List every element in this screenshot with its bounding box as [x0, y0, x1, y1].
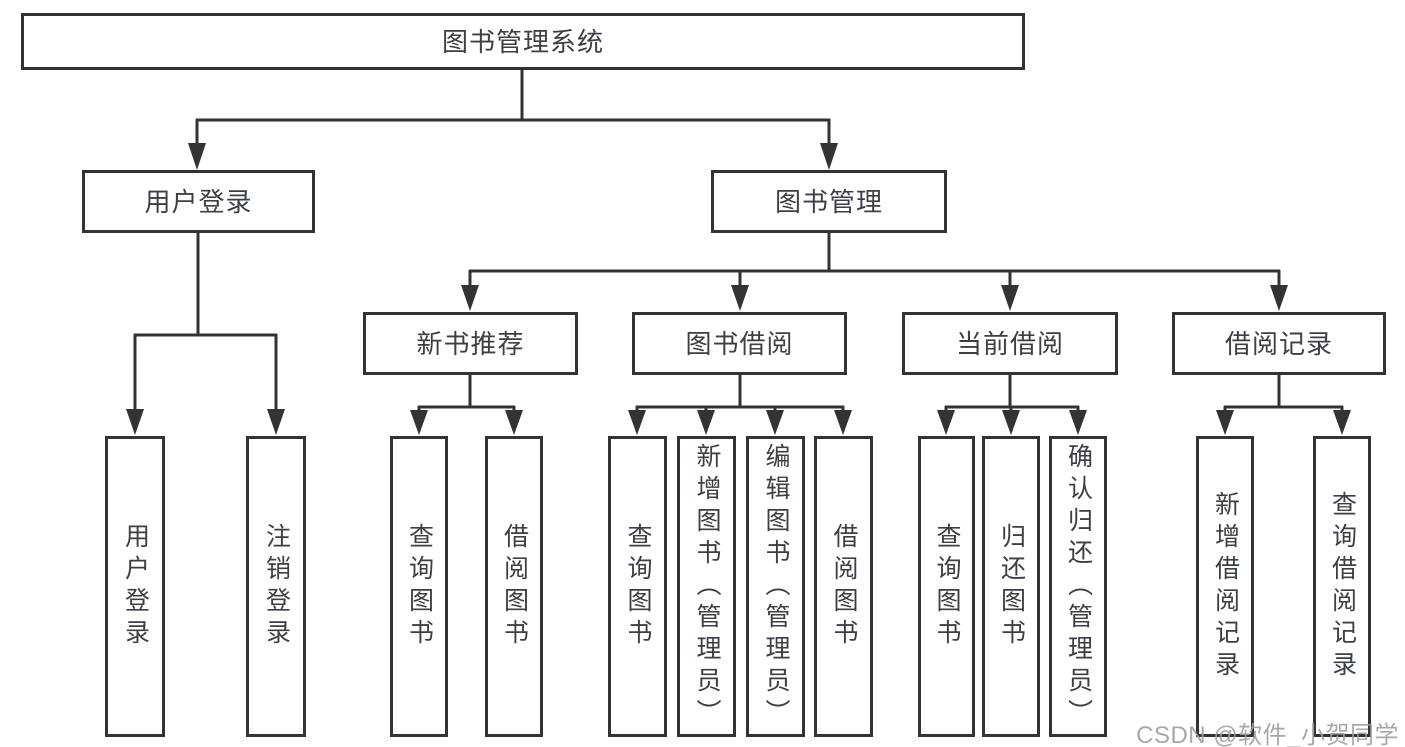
node-new-book-recommend: 新书推荐 — [363, 312, 578, 375]
leaf-bb-query-book: 查询图书 — [608, 436, 667, 737]
leaf-cb-query-book: 查询图书 — [918, 436, 975, 737]
leaf-nbr-borrow-book-label: 借阅图书 — [500, 522, 529, 651]
connector-user-login — [133, 232, 278, 413]
node-borrow-records-label: 借阅记录 — [1224, 328, 1333, 359]
leaf-user-login: 用户登录 — [105, 436, 165, 737]
node-book-borrow-label: 图书借阅 — [685, 328, 794, 359]
node-book-borrow: 图书借阅 — [632, 312, 847, 375]
leaf-bb-borrow-book-label: 借阅图书 — [830, 522, 858, 651]
leaf-nbr-query-book-label: 查询图书 — [405, 522, 434, 651]
connector-new-book-recommend — [417, 374, 516, 414]
leaf-nbr-borrow-book: 借阅图书 — [485, 436, 543, 737]
leaf-bb-edit-book-admin: 编辑图书（管理员） — [746, 436, 805, 737]
connector-current-borrow — [944, 374, 1080, 414]
node-library-system: 图书管理系统 — [21, 13, 1025, 70]
leaf-bb-edit-book-admin-label: 编辑图书（管理员） — [762, 442, 790, 731]
node-book-management: 图书管理 — [711, 170, 947, 233]
connector-book-borrow — [635, 374, 845, 414]
node-borrow-records: 借阅记录 — [1172, 312, 1386, 375]
leaf-cb-confirm-return-admin: 确认归还（管理员） — [1049, 436, 1107, 737]
node-library-system-label: 图书管理系统 — [441, 26, 604, 57]
leaf-bb-borrow-book: 借阅图书 — [814, 436, 873, 737]
leaf-logout-label: 注销登录 — [262, 522, 291, 651]
arrowheads — [126, 143, 1351, 435]
csdn-watermark: CSDN @软件_小贺同学 — [1136, 722, 1399, 747]
node-current-borrow: 当前借阅 — [902, 312, 1118, 375]
connector-root — [195, 69, 831, 147]
leaf-cb-query-book-label: 查询图书 — [933, 522, 961, 651]
node-book-management-label: 图书管理 — [774, 186, 883, 217]
connector-book-management — [468, 232, 1281, 290]
connector-borrow-records — [1223, 374, 1344, 414]
leaf-bb-query-book-label: 查询图书 — [624, 522, 652, 651]
leaf-bb-add-book-admin: 新增图书（管理员） — [677, 436, 736, 737]
leaf-cb-return-book-label: 归还图书 — [997, 522, 1026, 651]
leaf-br-query-record-label: 查询借阅记录 — [1328, 490, 1357, 683]
leaf-br-add-record: 新增借阅记录 — [1196, 436, 1254, 737]
leaf-cb-confirm-return-admin-label: 确认归还（管理员） — [1064, 442, 1093, 731]
node-current-borrow-label: 当前借阅 — [955, 328, 1064, 359]
leaf-nbr-query-book: 查询图书 — [390, 436, 448, 737]
leaf-br-add-record-label: 新增借阅记录 — [1211, 490, 1240, 683]
node-user-login: 用户登录 — [82, 170, 315, 233]
leaf-cb-return-book: 归还图书 — [982, 436, 1040, 737]
leaf-br-query-record: 查询借阅记录 — [1313, 436, 1371, 737]
node-new-book-recommend-label: 新书推荐 — [416, 328, 525, 359]
leaf-bb-add-book-admin-label: 新增图书（管理员） — [693, 442, 721, 731]
leaf-user-login-label: 用户登录 — [121, 522, 150, 651]
leaf-logout: 注销登录 — [246, 436, 306, 737]
node-user-login-label: 用户登录 — [144, 186, 253, 217]
